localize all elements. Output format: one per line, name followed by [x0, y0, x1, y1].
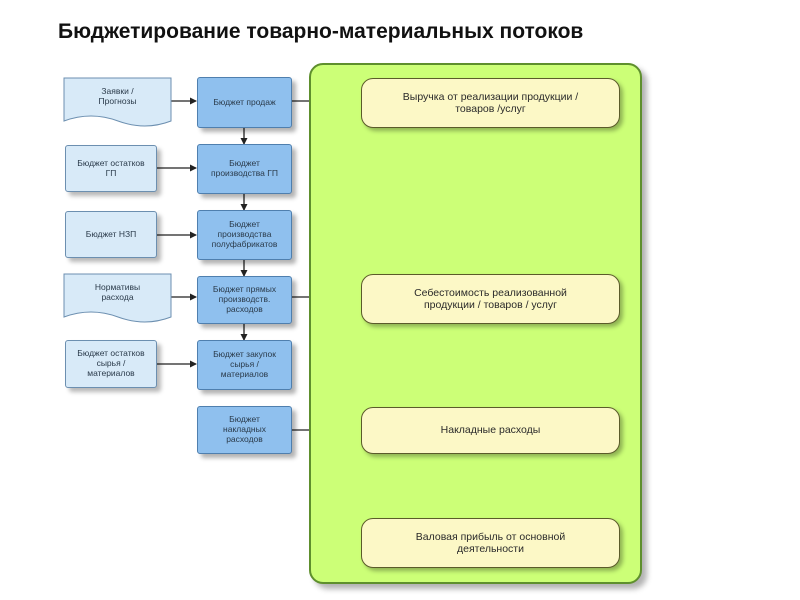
- input-budget-nzp: Бюджет НЗП: [65, 211, 157, 258]
- input-budget-ostatkov-syrya: Бюджет остатков сырья / материалов: [65, 340, 157, 388]
- budget-nakladnyh-raskhodov: Бюджет накладных расходов: [197, 406, 292, 454]
- doc-shape-normativy: [63, 273, 172, 323]
- result-valovaya-pribyl: Валовая прибыль от основной деятельности: [361, 518, 620, 568]
- input-zayavki-prognozy: Заявки / Прогнозы: [98, 85, 137, 106]
- result-sebestoimost: Себестоимость реализованной продукции / …: [361, 274, 620, 324]
- input-normativy-raskhoda: Нормативы расхода: [94, 281, 141, 302]
- budget-proizvodstva-polufabrikatov: Бюджет производства полуфабрикатов: [197, 210, 292, 260]
- result-nakladnye-raskhody: Накладные расходы: [361, 407, 620, 454]
- input-budget-ostatkov-gp: Бюджет остатков ГП: [65, 145, 157, 192]
- result-vyruchka: Выручка от реализации продукции / товаро…: [361, 78, 620, 128]
- page-title: Бюджетирование товарно-материальных пото…: [58, 20, 584, 43]
- budget-pryamyh-raskhodov: Бюджет прямых производств. расходов: [197, 276, 292, 324]
- budget-prodazh: Бюджет продаж: [197, 77, 292, 128]
- budget-zakupok-syrya: Бюджет закупок сырья / материалов: [197, 340, 292, 390]
- budget-proizvodstva-gp: Бюджет производства ГП: [197, 144, 292, 194]
- doc-shape-zayavki: [63, 77, 172, 127]
